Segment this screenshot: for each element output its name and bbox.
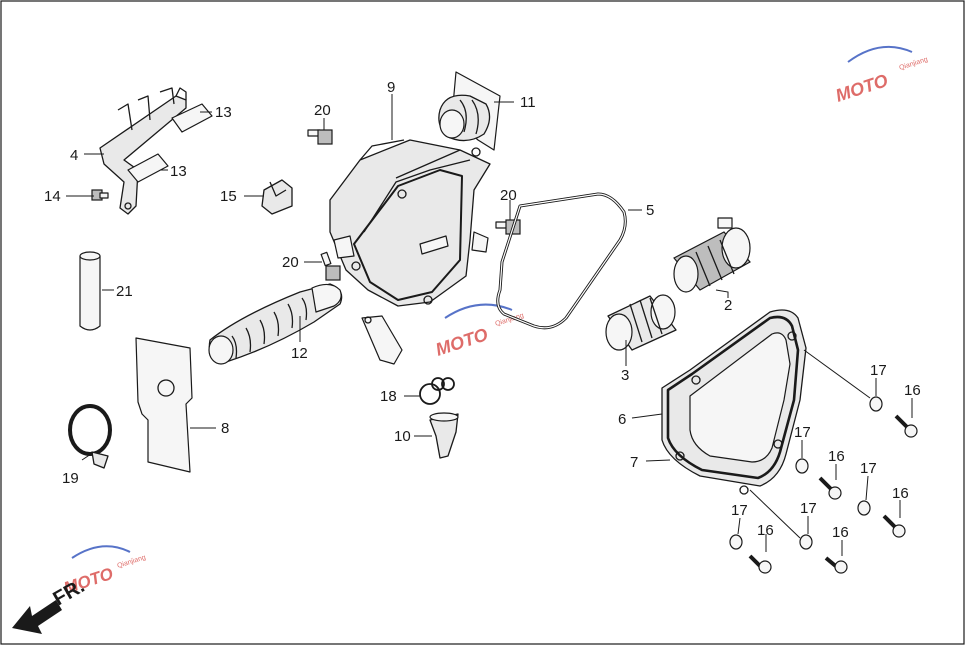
callout-16-a: 16 [904,382,921,399]
callout-17-a: 17 [870,362,887,379]
part-16-screws [748,414,918,574]
part-4-bracket [99,87,187,215]
part-17-washers [729,396,883,550]
callout-20-a: 20 [314,102,331,119]
callout-17-d: 17 [800,500,817,517]
callout-15: 15 [220,188,237,205]
part-13-pad-lower [127,153,169,183]
callout-5: 5 [646,202,654,219]
part-6-7-cover [661,309,807,495]
callout-9: 9 [387,79,395,96]
callout-12: 12 [291,345,308,362]
callout-17-b: 17 [794,424,811,441]
drain-cap [361,315,403,365]
callout-20-c: 20 [282,254,299,271]
callout-20-b: 20 [500,187,517,204]
part-14-bolt [91,189,109,201]
callout-6: 6 [618,411,626,428]
callout-numbers: 2 3 4 5 6 7 8 9 10 11 12 13 13 14 15 16 … [44,79,921,541]
part-10-drain [429,412,459,459]
callout-16-d: 16 [757,522,774,539]
callout-19: 19 [62,470,79,487]
callout-7: 7 [630,454,638,471]
part-8-plate [135,337,193,473]
part-15-clip [261,179,293,215]
callout-13-lower: 13 [170,163,187,180]
callout-16-e: 16 [832,524,849,541]
callout-8: 8 [221,420,229,437]
callout-11: 11 [520,94,536,111]
part-20-bolt-b [495,219,521,235]
callout-17-e: 17 [731,502,748,519]
part-2-filter-cage [673,217,751,293]
part-13-pad-upper [171,103,213,133]
callout-14: 14 [44,188,61,205]
leader-lines [66,94,913,556]
part-12-duct [208,283,343,365]
part-9-airbox [329,139,491,307]
callout-17-c: 17 [860,460,877,477]
callout-21: 21 [116,283,133,300]
callout-2: 2 [724,297,732,314]
part-11-boot [438,71,501,151]
callout-4: 4 [70,147,78,164]
callout-16-c: 16 [892,485,909,502]
callout-10: 10 [394,428,411,445]
callout-13-upper: 13 [215,104,232,121]
part-19-clamp [68,404,112,469]
part-21-tube [79,251,101,331]
part-5-gasket [496,192,627,330]
part-20-bolt-a [307,129,333,145]
part-20-bolt-c [320,251,341,281]
callout-16-b: 16 [828,448,845,465]
callout-3: 3 [621,367,629,384]
part-18-orings [419,377,455,405]
callout-18: 18 [380,388,397,405]
